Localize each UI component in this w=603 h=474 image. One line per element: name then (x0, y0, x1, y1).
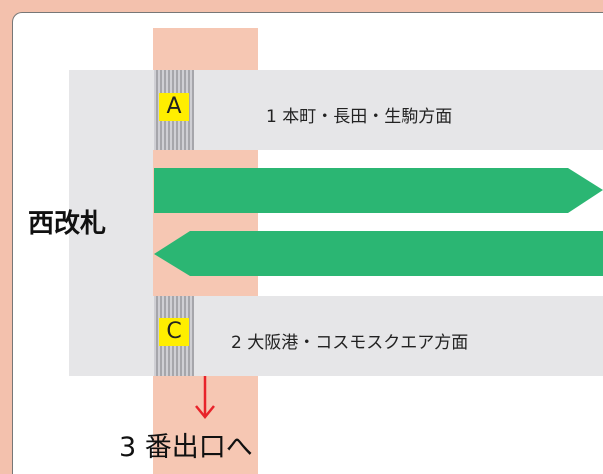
platform-a-destination: 1 本町・長田・生駒方面 (266, 107, 453, 127)
platform-c-destination: 2 大阪港・コスモスクエア方面 (231, 333, 469, 353)
platform-badge-c: C (159, 318, 189, 346)
platform-badge-a: A (159, 93, 189, 121)
arrow-down-icon (195, 376, 215, 419)
arrow-left-icon (154, 231, 603, 276)
gate-label: 西改札 (28, 209, 107, 239)
exit-label: 3 番出口へ (119, 432, 253, 463)
west-concourse (69, 70, 153, 376)
arrow-right-icon (154, 168, 603, 213)
